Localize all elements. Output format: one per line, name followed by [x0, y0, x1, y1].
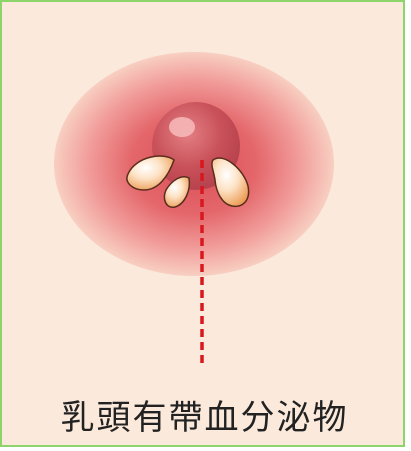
nipple-illustration: [2, 2, 407, 449]
diagram-panel: 乳頭有帶血分泌物: [0, 0, 405, 447]
nipple-highlight: [169, 117, 195, 137]
diagram-caption: 乳頭有帶血分泌物: [2, 390, 407, 439]
